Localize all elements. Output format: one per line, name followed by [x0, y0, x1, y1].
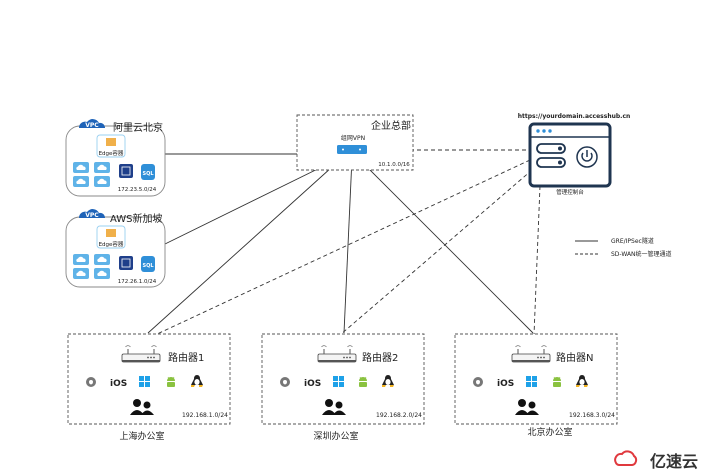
sql-label: SQL — [142, 263, 154, 269]
vpc-box-aws: VPC AWS新加坡 Edge容器 SQL 172.26.1.0/24 — [65, 209, 166, 288]
android-icon — [552, 376, 562, 388]
apple-icon — [473, 377, 483, 387]
tunnel-hq-beijing — [357, 157, 534, 334]
hq-box: 企业总部 组网VPN 10.1.0.0/16 — [296, 114, 414, 171]
tunnel-aws-hq — [164, 157, 341, 245]
vpc-badge: VPC — [85, 212, 99, 219]
mgmt-console-beijing — [533, 185, 541, 336]
management-lines — [154, 149, 541, 336]
ios-label: iOS — [110, 379, 127, 389]
office-cidr: 192.168.2.0/24 — [376, 412, 422, 419]
console-label: 管理控制台 — [556, 188, 584, 196]
office-box-shenzhen: 路由器2 iOS 192.168.2.0/24 深圳办公室 — [261, 333, 425, 442]
sql-icon — [141, 164, 155, 180]
router-label: 路由器2 — [362, 351, 398, 364]
edge-container-icon — [106, 229, 116, 237]
ios-label: iOS — [304, 379, 321, 389]
tunnel-lines — [147, 153, 534, 334]
watermark-text: 亿速云 — [650, 452, 698, 471]
hq-device-label: 组网VPN — [341, 134, 365, 142]
cloud-server-icon — [73, 254, 89, 265]
office-name: 上海办公室 — [119, 430, 164, 442]
edge-label: Edge容器 — [99, 149, 124, 157]
sql-icon — [141, 256, 155, 272]
cloud-server-icon — [94, 254, 110, 265]
tunnel-hq-shenzhen — [343, 157, 353, 334]
legend-dashed: SD-WAN统一管理通道 — [611, 250, 672, 258]
vpc-name: 阿里云北京 — [113, 121, 163, 134]
chip-icon — [119, 164, 133, 178]
hq-title: 企业总部 — [371, 119, 411, 132]
office-box-shanghai: 路由器1 iOS 192.168.1.0/24 上海办公室 — [67, 333, 231, 442]
office-name: 北京办公室 — [527, 426, 572, 438]
android-icon — [358, 376, 368, 388]
office-cidr: 192.168.1.0/24 — [182, 412, 228, 419]
office-name: 深圳办公室 — [313, 430, 358, 442]
ios-label: iOS — [497, 379, 514, 389]
tunnel-hq-shanghai — [147, 157, 343, 334]
vpc-cidr: 172.23.5.0/24 — [118, 187, 157, 193]
cloud-server-icon — [73, 268, 89, 279]
legend-solid: GRE/IPSec隧道 — [611, 237, 654, 245]
router-label: 路由器N — [556, 351, 593, 364]
console: https://yourdomain.accesshub.cn 管理控制台 — [518, 113, 631, 196]
server-toggle-icon — [536, 143, 566, 168]
vpc-name: AWS新加坡 — [110, 212, 163, 225]
office-box-beijing: 路由器N iOS 192.168.3.0/24 北京办公室 — [454, 333, 618, 438]
watermark: 亿速云 — [614, 450, 698, 471]
legend: GRE/IPSec隧道 SD-WAN统一管理通道 — [575, 237, 672, 258]
cloud-server-icon — [73, 176, 89, 187]
cloud-server-icon — [94, 176, 110, 187]
sql-label: SQL — [142, 171, 154, 177]
chip-icon — [119, 256, 133, 270]
mgmt-console-shanghai — [154, 159, 531, 336]
cloud-server-icon — [94, 162, 110, 173]
android-icon — [166, 376, 176, 388]
apple-icon — [280, 377, 290, 387]
hq-cidr: 10.1.0.0/16 — [378, 162, 410, 168]
vpc-box-aliyun: VPC 阿里云北京 Edge容器 SQL 172.23.5.0/24 — [65, 119, 166, 197]
edge-label: Edge容器 — [99, 240, 124, 248]
mgmt-console-shenzhen — [339, 169, 533, 336]
cloud-server-icon — [94, 268, 110, 279]
power-icon — [576, 146, 598, 168]
vpc-badge: VPC — [85, 122, 99, 129]
vpc-cidr: 172.26.1.0/24 — [118, 279, 157, 285]
router-label: 路由器1 — [168, 351, 204, 364]
cloud-server-icon — [73, 162, 89, 173]
vpn-device-icon — [337, 145, 367, 154]
watermark-logo-icon — [614, 450, 638, 467]
console-url: https://yourdomain.accesshub.cn — [518, 113, 631, 120]
office-cidr: 192.168.3.0/24 — [569, 412, 615, 419]
edge-container-icon — [106, 138, 116, 146]
apple-icon — [86, 377, 96, 387]
